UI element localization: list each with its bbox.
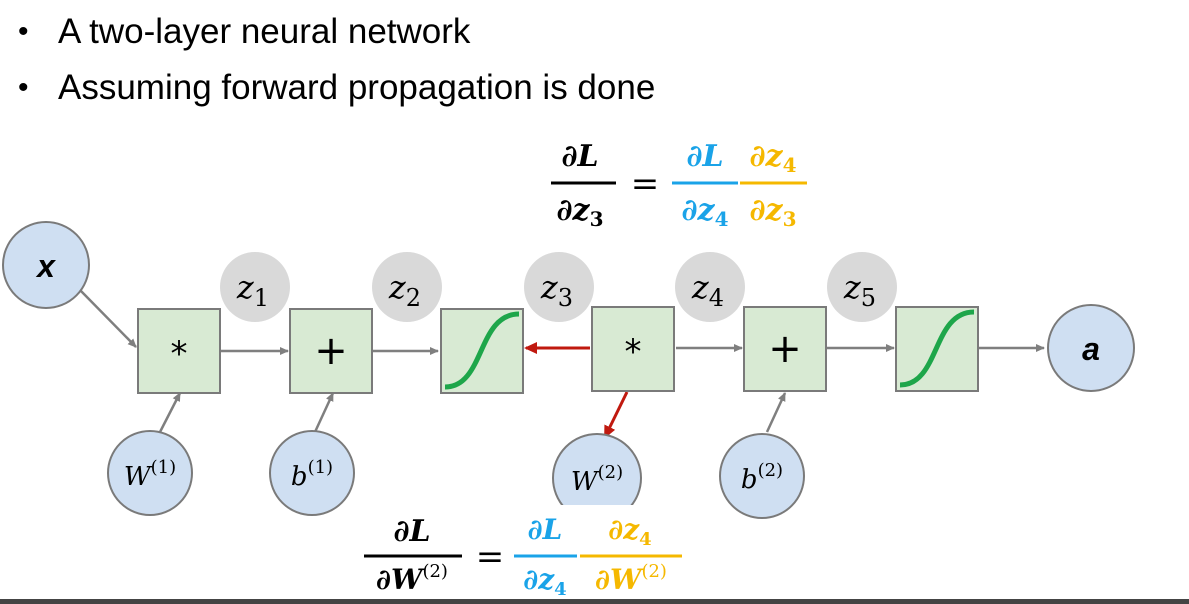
svg-text:*: * <box>171 334 188 374</box>
node-b2: b(2) <box>719 433 805 519</box>
eq-top-term1-denominator: ∂z4 <box>682 193 729 231</box>
bottom-gradient-equation: ∂L ∂W(2) = ∂L ∂z4 ∂z4 ∂W(2) <box>364 513 682 600</box>
svg-text:a: a <box>1082 331 1100 367</box>
node-w2: W(2) <box>552 433 642 523</box>
z-badges: z1 z2 z3 z4 z5 <box>220 252 897 322</box>
svg-text:b(2): b(2) <box>741 460 783 495</box>
op-box-mul1: * <box>137 308 221 394</box>
node-w1: W(1) <box>107 430 193 516</box>
edge-b2-to-add2 <box>765 392 787 433</box>
edge-w1-to-mul1 <box>158 392 182 433</box>
svg-text:z4: z4 <box>691 268 724 312</box>
node-a: a <box>1047 304 1135 392</box>
node-x: x <box>2 221 90 309</box>
eq-bottom-backing <box>360 505 690 599</box>
bullet-dot-icon: • <box>18 15 29 48</box>
eq-top-term2-numerator: ∂z4 <box>750 139 797 177</box>
z2-badge: z2 <box>372 252 442 322</box>
eq-bottom-lhs-numerator: ∂L <box>393 514 430 549</box>
eq-top-lhs-denominator: ∂z3 <box>557 193 604 231</box>
svg-text:*: * <box>625 332 642 372</box>
svg-text:z3: z3 <box>540 268 573 312</box>
z3-badge: z3 <box>524 252 594 322</box>
op-box-sigmoid1 <box>440 308 524 394</box>
op-box-sigmoid2 <box>895 306 979 392</box>
eq-top-lhs-numerator: ∂L <box>561 139 598 174</box>
bottom-divider <box>0 599 1189 604</box>
svg-text:W(1): W(1) <box>124 457 176 492</box>
bullet-dot-icon: • <box>18 71 29 104</box>
eq-top-term2-denominator: ∂z3 <box>750 193 797 231</box>
eq-top-term1-numerator: ∂L <box>686 139 723 174</box>
eq-bottom-lhs-denominator: ∂W(2) <box>376 561 448 596</box>
edge-x-to-mul1 <box>79 289 137 348</box>
z4-badge: z4 <box>675 252 745 322</box>
bullet-text: Assuming forward propagation is done <box>58 68 656 107</box>
eq-bottom-term1-denominator: ∂z4 <box>523 563 566 600</box>
svg-text:z1: z1 <box>236 268 269 312</box>
op-box-mul2: * <box>591 306 675 392</box>
top-gradient-equation: ∂L ∂z3 = ∂L ∂z4 ∂z4 ∂z3 <box>551 139 807 231</box>
svg-text:z2: z2 <box>388 268 421 312</box>
svg-text:W(2): W(2) <box>571 462 623 497</box>
svg-text:+: + <box>768 326 802 372</box>
svg-text:+: + <box>314 328 348 374</box>
svg-text:z5: z5 <box>843 268 876 312</box>
eq-bottom-term2-numerator: ∂z4 <box>608 513 651 550</box>
z5-badge: z5 <box>827 252 897 322</box>
sigmoid-curve-icon <box>899 309 975 388</box>
bullet-text: A two-layer neural network <box>58 12 471 51</box>
eq-top-equals: = <box>631 164 660 204</box>
node-b1: b(1) <box>269 430 355 516</box>
eq-bottom-term1-numerator: ∂L <box>528 513 563 546</box>
eq-bottom-term2-denominator: ∂W(2) <box>595 561 667 596</box>
op-box-add1: + <box>289 308 373 394</box>
eq-bottom-equals: = <box>476 537 505 577</box>
svg-text:b(1): b(1) <box>291 457 333 492</box>
svg-text:x: x <box>35 248 56 284</box>
z1-badge: z1 <box>220 252 290 322</box>
backprop-mul2-to-w2 <box>603 391 629 439</box>
edge-b1-to-add1 <box>313 392 335 433</box>
backprop-edges <box>524 342 629 439</box>
forward-edges <box>79 289 1045 433</box>
sigmoid-curve-icon <box>444 311 520 390</box>
op-box-add2: + <box>743 306 827 392</box>
